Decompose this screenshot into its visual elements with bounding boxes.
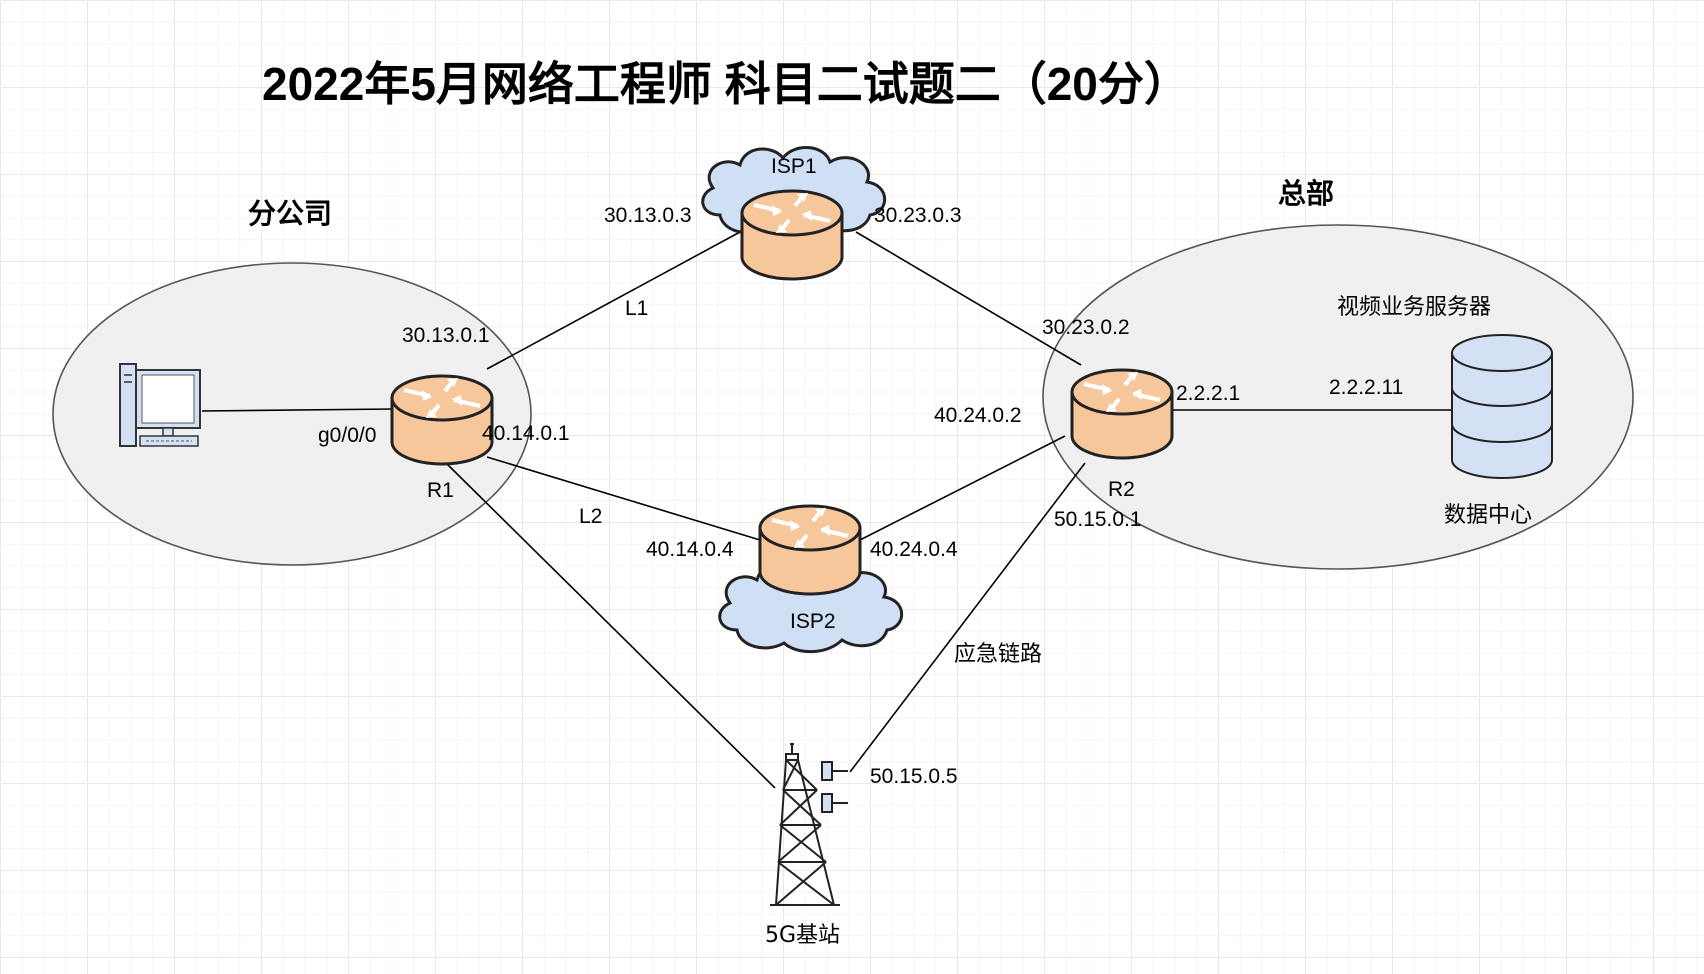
isp2-left-address: 40.14.0.4 [646, 538, 734, 561]
r2-label: R2 [1108, 478, 1135, 501]
5g-base-station[interactable] [770, 743, 848, 906]
computer-icon [119, 363, 201, 447]
router-icon [390, 374, 494, 466]
hq-region-label: 总部 [1278, 177, 1334, 210]
isp2-right-address: 40.24.0.4 [870, 538, 958, 561]
r1-lan-interface: g0/0/0 [318, 424, 376, 447]
isp1-right-address: 30.23.0.3 [874, 204, 962, 227]
server-address: 2.2.2.11 [1329, 376, 1403, 399]
link-l1-label: L1 [625, 297, 648, 320]
link-l1-r1-isp1 [486, 231, 741, 370]
link-emergency-r2-5g [849, 462, 1086, 773]
cell-tower-icon [770, 743, 848, 906]
link-l2-label: L2 [579, 505, 602, 528]
video-server-label: 视频业务服务器 [1337, 295, 1491, 320]
branch-zone [52, 262, 532, 566]
data-center-database[interactable] [1451, 334, 1553, 479]
r1-l1-address: 30.13.0.1 [402, 324, 490, 347]
link-r1-5g [444, 461, 776, 789]
router-icon [758, 504, 862, 596]
isp1-left-address: 30.13.0.3 [604, 204, 692, 227]
r1-label: R1 [427, 479, 454, 502]
base-station-address: 50.15.0.5 [870, 765, 958, 788]
r1-l2-address: 40.14.0.1 [482, 422, 570, 445]
r2-l1-address: 30.23.0.2 [1042, 316, 1130, 339]
r1-router[interactable] [390, 374, 494, 466]
hq-zone [1042, 224, 1634, 570]
link-isp1-r2 [855, 231, 1082, 366]
isp2-label: ISP2 [790, 610, 836, 633]
r2-5g-address: 50.15.0.1 [1054, 508, 1142, 531]
page-title: 2022年5月网络工程师 科目二试题二（20分） [262, 58, 1190, 110]
link-pc-r1 [201, 408, 394, 412]
router-icon [1070, 368, 1174, 460]
router-icon [740, 189, 844, 281]
branch-computer[interactable] [119, 363, 201, 447]
emergency-link-label: 应急链路 [954, 642, 1042, 667]
link-l2-r1-isp2 [486, 456, 761, 541]
isp1-label: ISP1 [771, 155, 817, 178]
isp2-router[interactable] [758, 504, 862, 596]
data-center-label: 数据中心 [1444, 503, 1532, 528]
r2-router[interactable] [1070, 368, 1174, 460]
link-isp2-r2 [859, 435, 1066, 541]
isp1-router[interactable] [740, 189, 844, 281]
r2-lan-address: 2.2.2.1 [1176, 382, 1240, 405]
r2-l2-address: 40.24.0.2 [934, 404, 1022, 427]
base-station-label: 5G基站 [765, 923, 840, 948]
branch-region-label: 分公司 [248, 197, 332, 230]
database-icon [1451, 334, 1553, 479]
